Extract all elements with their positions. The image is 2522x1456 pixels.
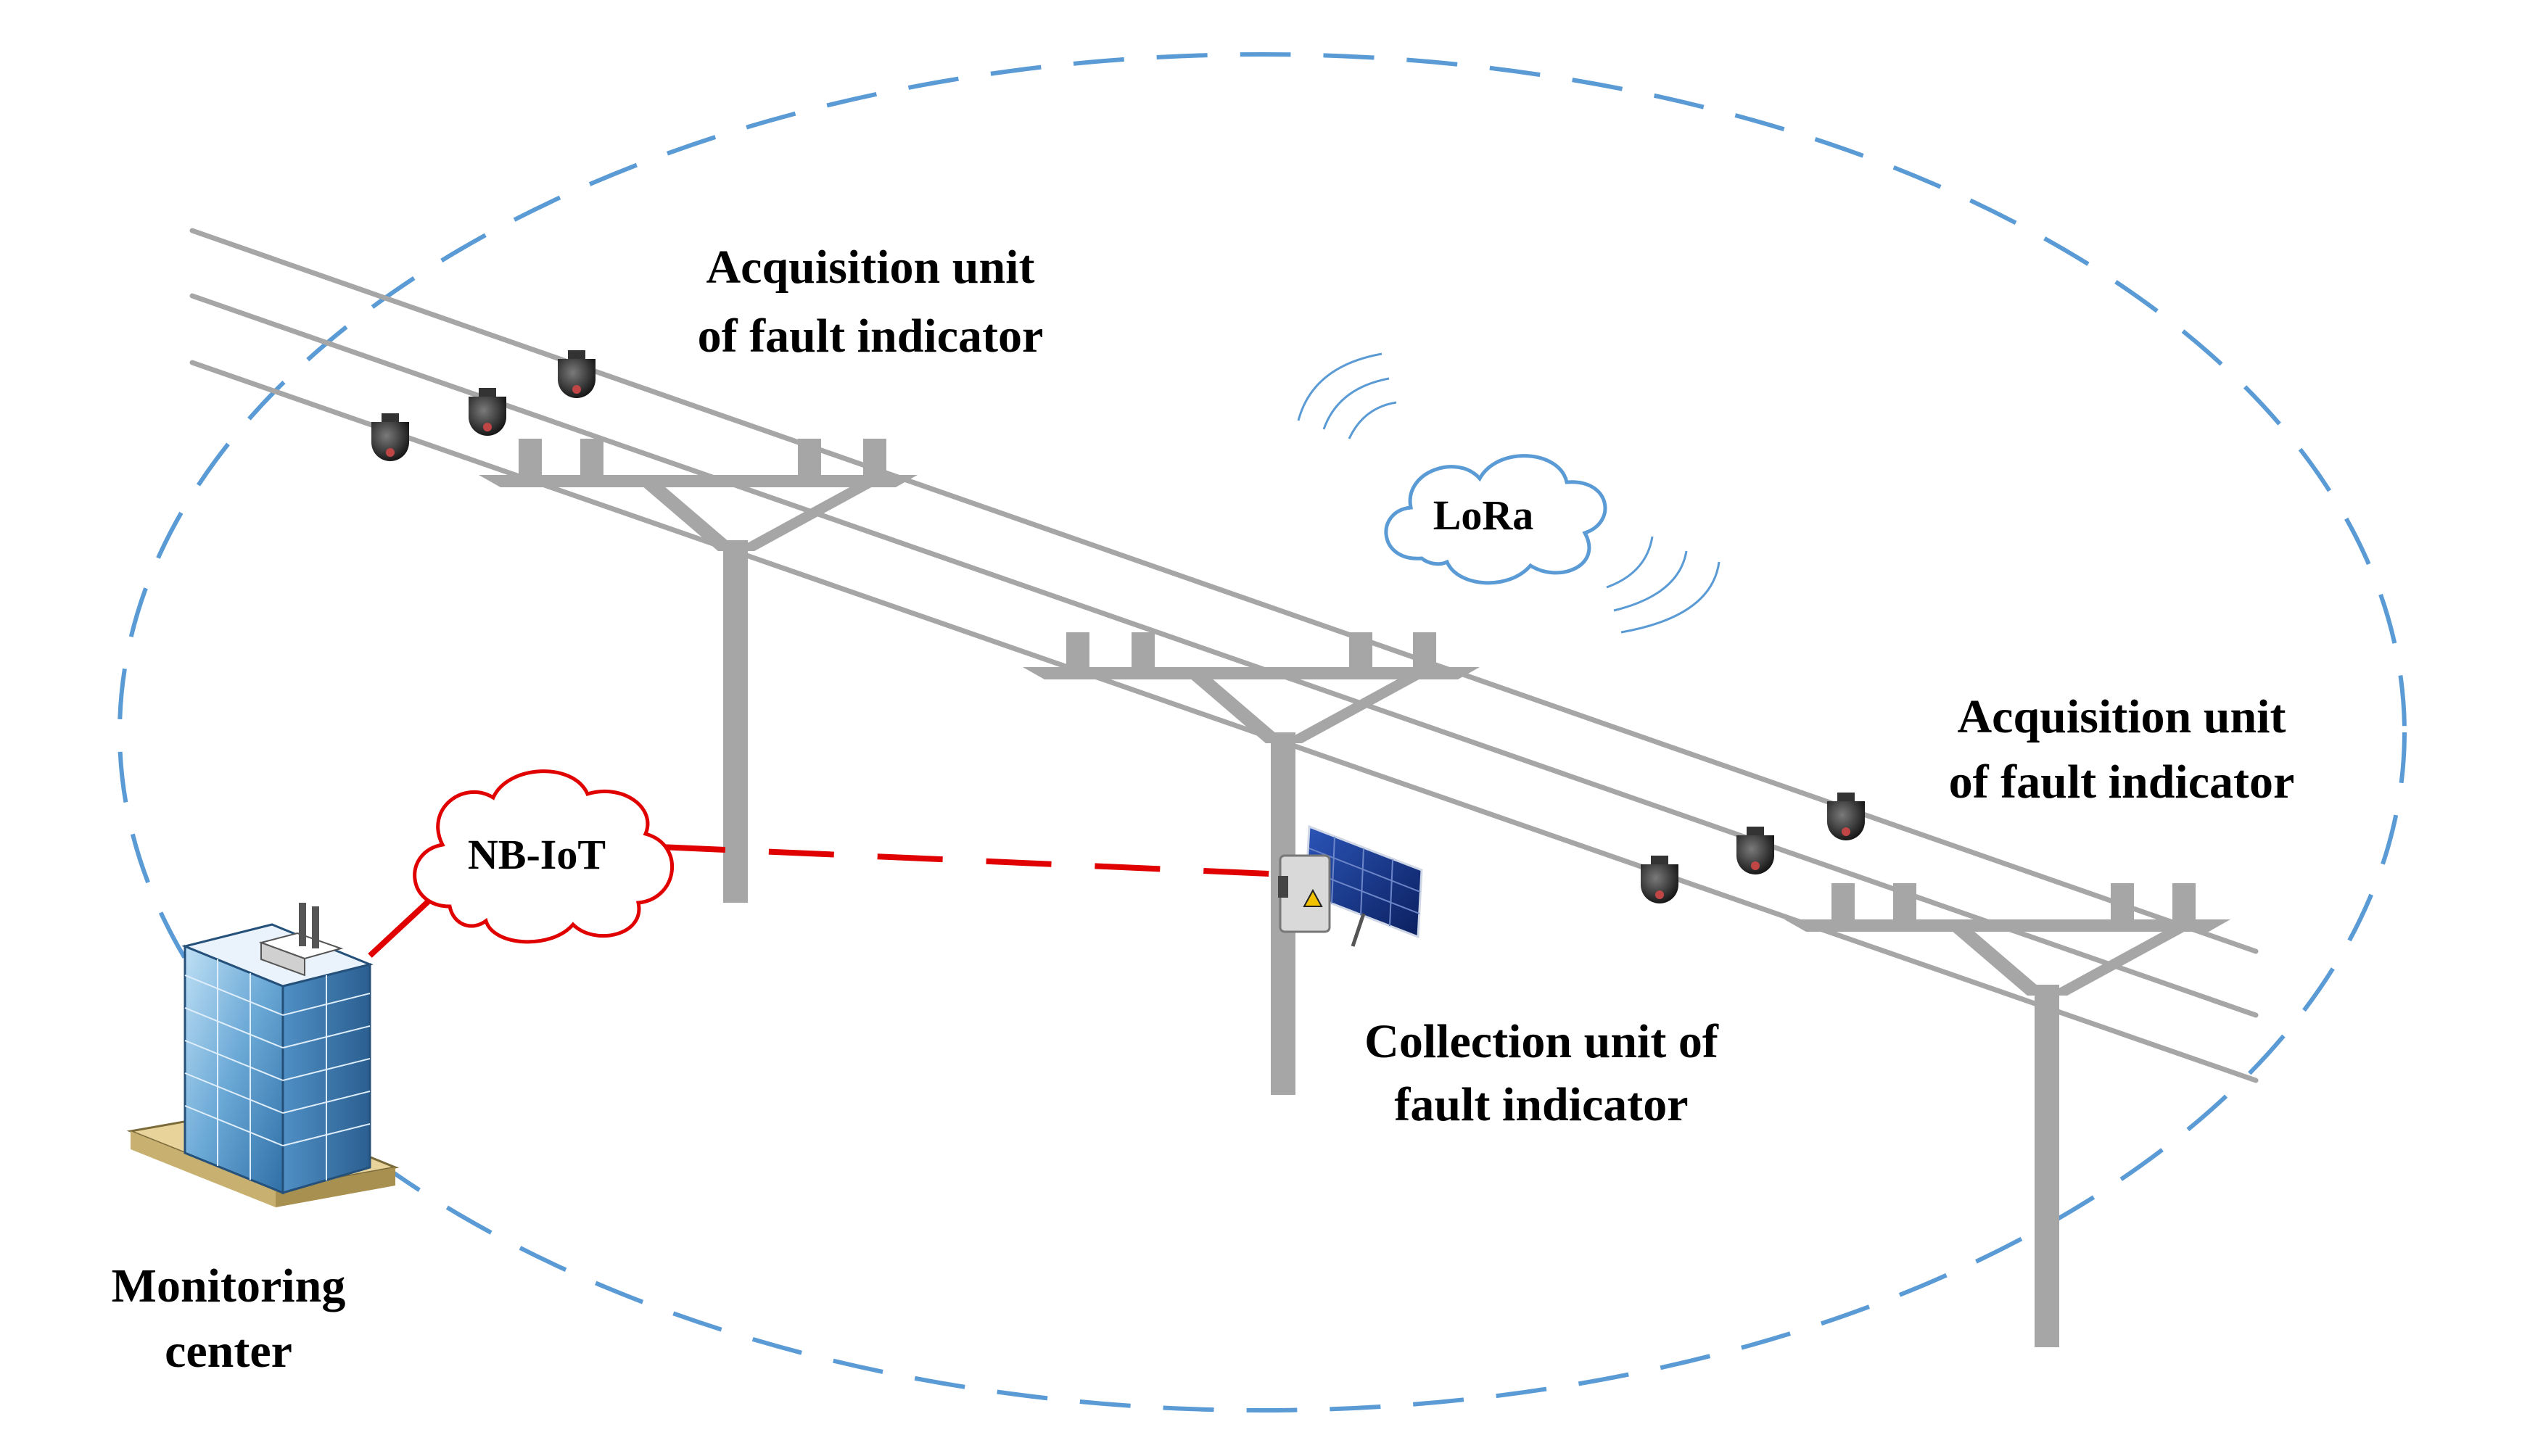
building-icon: [126, 903, 400, 1207]
fault-indicator-icon: [1736, 827, 1774, 874]
collection-unit: [1278, 824, 1423, 947]
fault-indicator-icon: [469, 388, 506, 436]
monitoring-center-label-line1: Monitoring: [112, 1259, 346, 1312]
cloud-icon: [1384, 454, 1607, 585]
power-lines: [189, 228, 2259, 1083]
monitoring-center-label-line2: center: [165, 1325, 292, 1378]
nbiot-cloud: NB-IoT: [413, 769, 674, 944]
nbiot-label: NB-IoT: [468, 831, 606, 878]
signal-wave-icon: [1297, 352, 1721, 634]
utility-pole-right: [1784, 883, 2230, 1347]
nbiot-link: [659, 844, 1270, 877]
acquisition-unit-left-label-line2: of fault indicator: [698, 310, 1044, 363]
cloud-icon: [413, 769, 674, 944]
acquisition-unit-right-label-line1: Acquisition unit: [1958, 690, 2286, 743]
fault-indicators-right: [1641, 793, 1865, 903]
acquisition-unit-right-label-line2: of fault indicator: [1949, 756, 2295, 808]
collection-unit-label-line2: fault indicator: [1394, 1078, 1688, 1131]
lora-cloud: LoRa: [1384, 454, 1607, 585]
fault-indicator-icon: [1641, 856, 1678, 903]
warning-icon: [1303, 888, 1323, 907]
coverage-boundary-ellipse: [118, 52, 2407, 1412]
collection-unit-label-line1: Collection unit of: [1364, 1015, 1719, 1068]
fault-indicator-icon: [1827, 793, 1865, 840]
fault-indicator-icon: [558, 350, 596, 398]
power-line-bottom: [189, 360, 2259, 1083]
acquisition-unit-left-label-line1: Acquisition unit: [706, 241, 1035, 294]
lora-label: LoRa: [1433, 492, 1534, 539]
utility-pole-left: [479, 439, 918, 903]
fault-indicator-icon: [371, 413, 409, 461]
fault-indicators-left: [371, 350, 596, 461]
power-line-top: [189, 228, 2259, 954]
